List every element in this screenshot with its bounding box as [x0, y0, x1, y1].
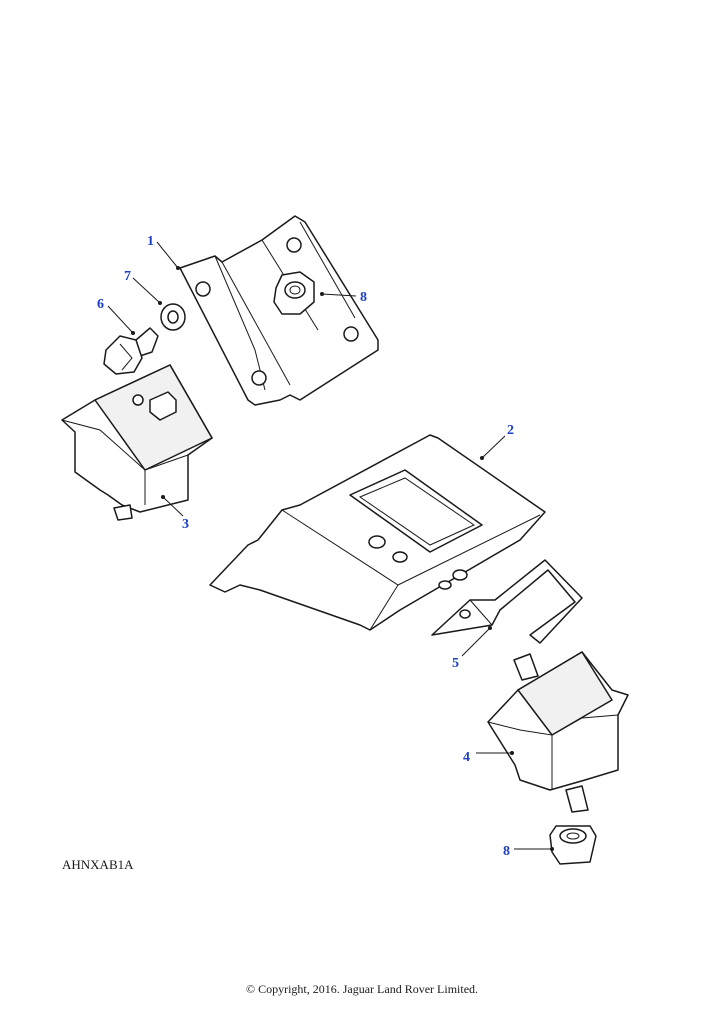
callout-2: 2	[507, 423, 514, 438]
callout-5: 5	[452, 656, 459, 671]
plate-part-2	[209, 434, 546, 631]
washer-part-7	[160, 303, 186, 331]
callout-6: 6	[97, 297, 104, 312]
nut-part-8-lower	[549, 825, 597, 865]
callout-1: 1	[147, 234, 154, 249]
mount-part-3	[61, 364, 213, 521]
callout-7: 7	[124, 269, 131, 284]
callout-8-upper: 8	[360, 290, 367, 305]
shim-part-5	[431, 559, 583, 644]
bolt-part-6	[103, 327, 159, 375]
callout-8-lower: 8	[503, 844, 510, 859]
copyright-notice: © Copyright, 2016. Jaguar Land Rover Lim…	[245, 982, 479, 996]
leader-lines	[107, 241, 554, 851]
illustration-code: AHNXAB1A	[62, 857, 134, 872]
callout-4: 4	[463, 750, 470, 765]
mount-part-4	[487, 651, 629, 813]
nut-part-8-upper	[273, 271, 315, 315]
callout-3: 3	[182, 517, 189, 532]
